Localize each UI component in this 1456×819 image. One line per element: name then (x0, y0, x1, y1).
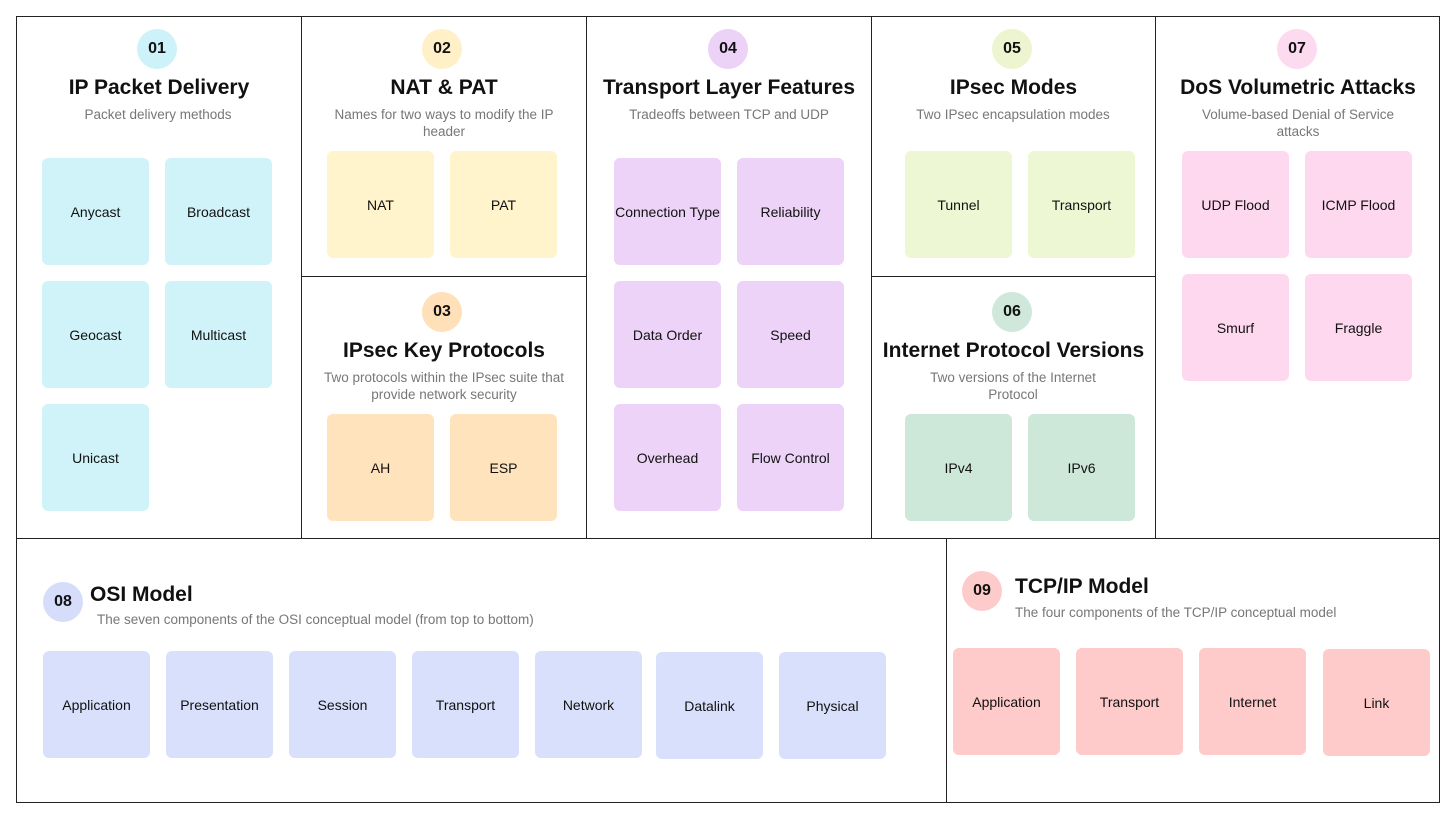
item-card: Internet (1199, 648, 1306, 755)
item-card: AH (327, 414, 434, 521)
diagram-frame (16, 16, 1440, 803)
item-card: Unicast (42, 404, 149, 511)
divider (946, 538, 947, 803)
item-card: Transport (1028, 151, 1135, 258)
panel-subtitle: Tradeoffs between TCP and UDP (629, 107, 829, 122)
item-card: Tunnel (905, 151, 1012, 258)
item-card: ICMP Flood (1305, 151, 1412, 258)
item-card: Link (1323, 649, 1430, 756)
item-card: Network (535, 651, 642, 758)
divider (871, 276, 1155, 277)
item-card: Fraggle (1305, 274, 1412, 381)
divider (301, 276, 586, 277)
item-card: Application (953, 648, 1060, 755)
item-card: Speed (737, 281, 844, 388)
item-card: Multicast (165, 281, 272, 388)
panel-subtitle: Volume-based Denial of Service attacks (1201, 107, 1395, 139)
item-card: IPv6 (1028, 414, 1135, 521)
item-card: Reliability (737, 158, 844, 265)
panel-title: OSI Model (90, 583, 193, 606)
divider (586, 16, 587, 538)
panel-title: IP Packet Delivery (68, 76, 250, 99)
item-card: Broadcast (165, 158, 272, 265)
item-card: Transport (412, 651, 519, 758)
item-card: Datalink (656, 652, 763, 759)
panel-number-badge: 03 (422, 292, 462, 332)
item-card: NAT (327, 151, 434, 258)
panel-subtitle: The four components of the TCP/IP concep… (1015, 605, 1337, 620)
item-card: Smurf (1182, 274, 1289, 381)
item-card: Anycast (42, 158, 149, 265)
panel-number-badge: 02 (422, 29, 462, 69)
panel-subtitle: Names for two ways to modify the IP head… (334, 107, 554, 139)
item-card: Connection Type (614, 158, 721, 265)
panel-number-badge: 09 (962, 571, 1002, 611)
item-card: Physical (779, 652, 886, 759)
panel-title: TCP/IP Model (1015, 575, 1149, 598)
item-card: Data Order (614, 281, 721, 388)
panel-number-badge: 08 (43, 582, 83, 622)
item-card: UDP Flood (1182, 151, 1289, 258)
item-card: Transport (1076, 648, 1183, 755)
panel-title: Internet Protocol Versions (882, 339, 1145, 362)
item-card: Session (289, 651, 396, 758)
panel-number-badge: 05 (992, 29, 1032, 69)
item-card: IPv4 (905, 414, 1012, 521)
panel-title: NAT & PAT (390, 76, 498, 99)
panel-subtitle: Two IPsec encapsulation modes (916, 107, 1110, 122)
item-card: Geocast (42, 281, 149, 388)
divider (301, 16, 302, 538)
panel-number-badge: 06 (992, 292, 1032, 332)
item-card: PAT (450, 151, 557, 258)
item-card: Presentation (166, 651, 273, 758)
panel-subtitle: Packet delivery methods (84, 107, 232, 122)
panel-subtitle: Two versions of the Internet Protocol (930, 370, 1096, 402)
item-card: ESP (450, 414, 557, 521)
panel-title: DoS Volumetric Attacks (1180, 76, 1416, 99)
panel-title: IPsec Modes (949, 76, 1078, 99)
panel-title: IPsec Key Protocols (343, 339, 545, 362)
panel-number-badge: 01 (137, 29, 177, 69)
panel-subtitle: Two protocols within the IPsec suite tha… (323, 370, 565, 402)
divider (16, 538, 1440, 539)
panel-subtitle: The seven components of the OSI conceptu… (97, 612, 534, 627)
item-card: Application (43, 651, 150, 758)
item-card: Overhead (614, 404, 721, 511)
item-card: Flow Control (737, 404, 844, 511)
divider (871, 16, 872, 538)
divider (1155, 16, 1156, 538)
panel-title: Transport Layer Features (602, 76, 856, 99)
panel-number-badge: 04 (708, 29, 748, 69)
panel-number-badge: 07 (1277, 29, 1317, 69)
